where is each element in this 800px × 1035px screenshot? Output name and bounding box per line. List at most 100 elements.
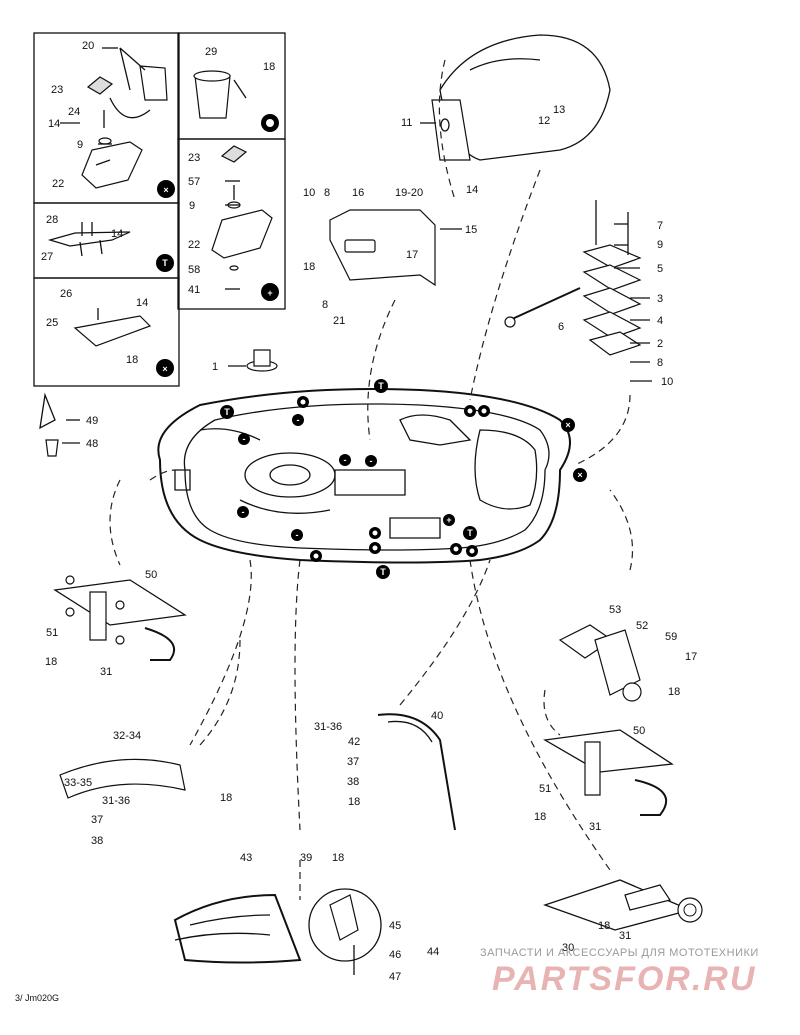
symbol-t-insert: T [156, 254, 174, 272]
svg-text:T: T [380, 567, 386, 577]
svg-text:×: × [162, 364, 167, 374]
svg-text:-: - [243, 434, 246, 444]
svg-text:T: T [162, 258, 168, 268]
callout-9: 9 [77, 139, 83, 151]
callout-10b: 10 [661, 376, 673, 388]
callout-6: 6 [558, 321, 564, 333]
callout-14d: 14 [466, 184, 478, 196]
callout-24: 24 [68, 106, 80, 118]
callout-23: 23 [51, 84, 63, 96]
callout-9b: 9 [189, 200, 195, 212]
leader-lines [60, 47, 652, 444]
callout-50b: 50 [633, 725, 645, 737]
callout-53: 53 [609, 604, 621, 616]
callout-32-34: 32-34 [113, 730, 141, 742]
cup-part [193, 70, 247, 119]
callout-50: 50 [145, 569, 157, 581]
svg-text:T: T [467, 528, 473, 538]
callout-33-35: 33-35 [64, 777, 92, 789]
callout-15: 15 [465, 224, 477, 236]
callout-37b: 37 [347, 756, 359, 768]
svg-text:+: + [446, 515, 451, 525]
storage-cover [329, 209, 436, 287]
callout-17: 17 [406, 249, 418, 261]
callout-18h: 18 [348, 796, 360, 808]
callout-31-36: 31-36 [102, 795, 130, 807]
svg-text:×: × [565, 420, 570, 430]
rear-bumper [173, 893, 302, 964]
hull-body [157, 388, 571, 564]
callout-7: 7 [657, 220, 663, 232]
callout-39: 39 [300, 852, 312, 864]
callout-51: 51 [46, 627, 58, 639]
callout-9c: 9 [657, 239, 663, 251]
fitting-right [543, 729, 674, 816]
callout-5: 5 [657, 263, 663, 275]
callout-49: 49 [86, 415, 98, 427]
svg-text:T: T [224, 407, 230, 417]
callout-31b: 31 [589, 821, 601, 833]
callout-17b: 17 [685, 651, 697, 663]
callout-18i: 18 [332, 852, 344, 864]
callout-14c: 14 [136, 297, 148, 309]
callout-52: 52 [636, 620, 648, 632]
callout-19-20: 19-20 [395, 187, 423, 199]
callout-51b: 51 [539, 783, 551, 795]
svg-text:-: - [344, 455, 347, 465]
callout-47: 47 [389, 971, 401, 983]
callout-18d: 18 [45, 656, 57, 668]
callout-31c: 31 [619, 930, 631, 942]
callout-3: 3 [657, 293, 663, 305]
callout-30: 30 [562, 942, 574, 954]
svg-text:-: - [242, 507, 245, 517]
handle-rail [59, 758, 186, 799]
clip-part [39, 392, 59, 457]
callout-11: 11 [401, 117, 412, 129]
callout-31-36b: 31-36 [314, 721, 342, 733]
callout-28: 28 [46, 214, 58, 226]
callout-16: 16 [352, 187, 364, 199]
callout-58: 58 [188, 264, 200, 276]
inset-frames [33, 32, 286, 387]
symbol-plus-insert: + [261, 283, 279, 301]
callout-12: 12 [538, 115, 550, 127]
callout-27: 27 [41, 251, 53, 263]
callout-44: 44 [427, 946, 439, 958]
callout-2: 2 [657, 338, 663, 350]
callout-46: 46 [389, 949, 401, 961]
callout-18b: 18 [126, 354, 138, 366]
symbol-cross-insert: × [156, 359, 174, 377]
bumper-part [81, 47, 168, 189]
hull-symbols: T T × × - - - - - - + T T [220, 379, 587, 579]
callout-41: 41 [188, 284, 200, 296]
callout-22b: 22 [188, 239, 200, 251]
rail-40 [377, 713, 456, 831]
callout-labels: 20 23 24 14 9 22 29 18 23 57 9 22 58 41 … [41, 40, 697, 983]
callout-43: 43 [240, 852, 252, 864]
callout-13: 13 [553, 104, 565, 116]
callout-20: 20 [82, 40, 94, 52]
callout-38: 38 [91, 835, 103, 847]
callout-42: 42 [348, 736, 360, 748]
svg-text:-: - [297, 415, 300, 425]
callout-18j: 18 [598, 920, 610, 932]
plate-part [73, 308, 152, 347]
callout-18f: 18 [534, 811, 546, 823]
tow-eye [543, 879, 703, 931]
callout-14b: 14 [111, 228, 123, 240]
callout-21: 21 [333, 315, 345, 327]
callout-8: 8 [324, 187, 330, 199]
callout-31: 31 [100, 666, 112, 678]
svg-text:-: - [296, 530, 299, 540]
svg-text:-: - [370, 456, 373, 466]
callout-18e: 18 [668, 686, 680, 698]
symbol-cross-tl: × [157, 180, 175, 198]
callout-4: 4 [657, 315, 663, 327]
callout-37: 37 [91, 814, 103, 826]
bumper-part-2 [211, 145, 273, 271]
callout-25: 25 [46, 317, 58, 329]
callout-45: 45 [389, 920, 401, 932]
callout-57: 57 [188, 176, 200, 188]
hatch-stack [504, 200, 642, 356]
